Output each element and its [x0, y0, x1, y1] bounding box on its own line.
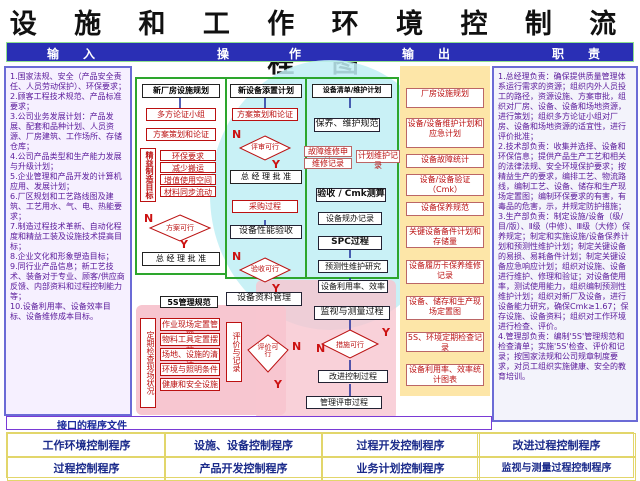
- interface-cell[interactable]: 过程控制程序: [7, 456, 166, 481]
- label-5s: 5S管理规范: [160, 296, 218, 308]
- col2-top: 新设备添置计划: [230, 84, 302, 98]
- out-8: 5S、环境定期检查记录: [406, 332, 484, 352]
- col3-monitor: 监视与测量过程: [314, 306, 390, 320]
- col1-feasible: 方案可行: [166, 224, 194, 232]
- col1-lean-3: 材料同步流动: [160, 186, 216, 197]
- interface-cell[interactable]: 业务计划控制程序: [321, 456, 480, 481]
- out-1: 设备/设备维护计划和应急计划: [406, 118, 484, 148]
- col1-item-1: 方案策划和论证: [146, 128, 216, 141]
- bottom-item-3: 环境与照明条件: [160, 363, 220, 376]
- col3-repair-rec: 维修记录: [304, 158, 352, 169]
- col3-measure-ok: 措施可行: [336, 341, 364, 349]
- col1-top: 新厂房设施规划: [142, 84, 220, 98]
- col1-item-0: 多方论证小组: [146, 108, 216, 121]
- col3-spc: SPC过程: [318, 236, 382, 250]
- col3-maint-spec: 保养、维护规范: [314, 118, 380, 132]
- out-6: 设备履历卡保养维修记录: [406, 260, 484, 284]
- col2-accept: 设备性能验收: [230, 225, 302, 239]
- header-responsibility: 职 责: [552, 47, 601, 61]
- interface-table: 工作环境控制程序 设施、设备控制程序 过程开发控制程序 改进过程控制程序 过程控…: [6, 432, 636, 481]
- col1-approve: 总 经 理 批 准: [142, 252, 220, 266]
- bottom-item-1: 物料工具定置摆放: [160, 333, 220, 355]
- bottom-item-0: 作业现场定置管理: [160, 318, 220, 340]
- interface-label-bar: 接口的程序文件: [6, 416, 492, 432]
- header-operation: 操 作: [217, 47, 302, 61]
- col3-plan-rec: 计划维护记录: [356, 150, 400, 170]
- col3-improve: 改进控制过程: [318, 370, 388, 383]
- bottom-side-label: 定期检查现场状况: [140, 318, 156, 408]
- bottom-review: 评价可行: [257, 343, 279, 358]
- interface-cell[interactable]: 改进过程控制程序: [477, 433, 636, 458]
- header-input: 输 入: [47, 47, 96, 61]
- responsibility-text: 1.总经理负责：确保提供质量管理体系运行需求的资源；组织内外人员投工的路径，资源…: [498, 72, 631, 381]
- col3-repair-req: 故障维修申请: [304, 146, 352, 166]
- col1-lean-1: 减少搬运: [160, 162, 216, 173]
- col3-cmk: 验收 / Cmk测算: [316, 188, 386, 202]
- out-4: 设备保养规范: [406, 202, 484, 216]
- interface-cell[interactable]: 设施、设备控制程序: [164, 433, 323, 458]
- input-panel: 1.国家法规、安全（产品安全责任、人员劳动保护）、环保要求； 2.顾客工程技术规…: [4, 66, 132, 416]
- bottom-item-4: 健康和安全设施: [160, 378, 220, 391]
- interface-cell[interactable]: 监视与测量过程控制程序: [477, 456, 636, 481]
- header-output: 输 出: [402, 47, 451, 61]
- col2-purchase: 采购过程: [232, 200, 298, 213]
- bottom-item-2: 场地、设施的清洁: [160, 348, 220, 370]
- col3-predict: 预测性维护研究: [318, 260, 388, 273]
- out-0: 厂房设施规划: [406, 88, 484, 108]
- col3-utilization: 设备利用率、效率: [318, 280, 388, 293]
- col2-accept-ok: 验收可行: [251, 265, 279, 273]
- responsibility-panel: 1.总经理负责：确保提供质量管理体系运行需求的资源；组织内外人员投工的路径，资源…: [492, 66, 638, 422]
- col2-approve: 总 经 理 批 准: [230, 170, 302, 184]
- col1-lean-2: 增值使用空间: [160, 174, 216, 185]
- col2-review: 评审可行: [251, 143, 279, 151]
- interface-cell[interactable]: 产品开发控制程序: [164, 456, 323, 481]
- out-3: 设备/设备验证（Cmk）: [406, 174, 484, 196]
- out-9: 设备利用率、效率统计图表: [406, 364, 484, 386]
- bottom-evaluate: 评价与记录: [226, 322, 242, 382]
- out-5: 关键设备备件计划和存储量: [406, 226, 484, 248]
- col2-item-0: 方案策划和论证: [232, 108, 298, 121]
- out-7: 设备、储存和生产现场定置图: [406, 296, 484, 320]
- col1-lean-title: 精益制造目标: [140, 148, 156, 202]
- input-text: 1.国家法规、安全（产品安全责任、人员劳动保护）、环保要求； 2.顾客工程技术规…: [10, 72, 126, 321]
- col1-lean-0: 环保要求: [160, 150, 216, 161]
- col3-docrec: 设备规办记录: [318, 212, 382, 225]
- interface-cell[interactable]: 过程开发控制程序: [321, 433, 480, 458]
- out-2: 设备故障统计: [406, 154, 484, 168]
- col3-review: 管理评审过程: [306, 396, 382, 409]
- col3-top: 设备清单/维护计划: [312, 84, 392, 98]
- interface-cell[interactable]: 工作环境控制程序: [7, 433, 166, 458]
- interface-label: 接口的程序文件: [57, 421, 127, 432]
- col2-docs: 设备资料管理: [226, 292, 302, 306]
